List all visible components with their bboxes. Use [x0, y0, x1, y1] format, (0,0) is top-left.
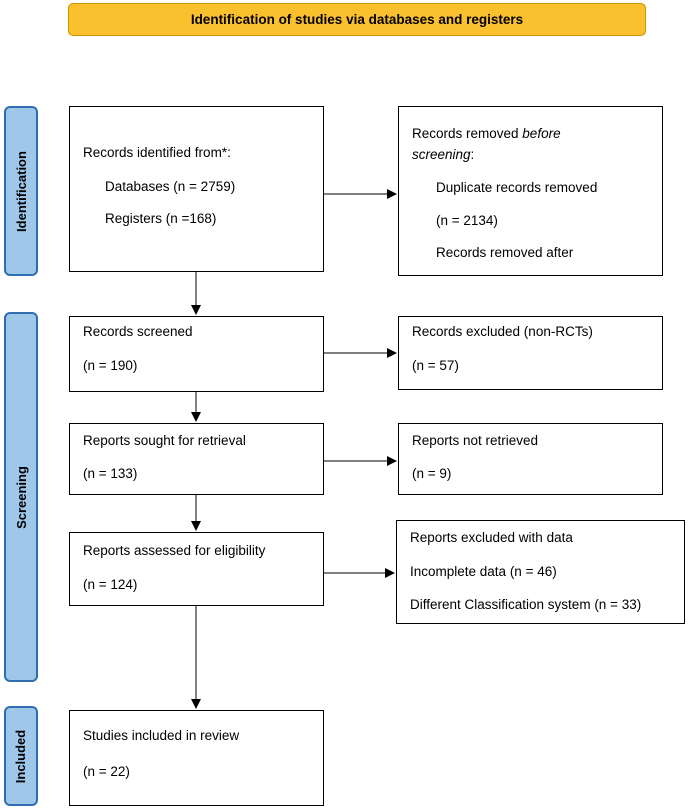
- records-excluded-title: Records excluded (non-RCTs): [412, 324, 593, 339]
- records-identified-title: Records identified from*:: [83, 145, 231, 160]
- reports-excluded-classification: Different Classification system (n = 33): [410, 597, 642, 612]
- records-identified-registers: Registers (n =168): [105, 211, 217, 226]
- reports-sought-title: Reports sought for retrieval: [83, 433, 246, 448]
- records-identified-box: Records identified from*: Databases (n =…: [69, 106, 324, 272]
- records-removed-after: Records removed after: [436, 245, 574, 260]
- studies-included-count: (n = 22): [83, 764, 130, 779]
- reports-not-retrieved-box: Reports not retrieved (n = 9): [398, 423, 663, 495]
- reports-not-retrieved-count: (n = 9): [412, 466, 452, 481]
- records-removed-duplicates: Duplicate records removed: [436, 180, 598, 195]
- reports-sought-box: Reports sought for retrieval (n = 133): [69, 423, 324, 495]
- reports-excluded-box: Reports excluded with data Incomplete da…: [396, 520, 685, 624]
- studies-included-box: Studies included in review (n = 22): [69, 710, 324, 806]
- records-screened-count: (n = 190): [83, 358, 138, 373]
- records-removed-box: Records removed before screening: Duplic…: [398, 106, 663, 276]
- records-screened-box: Records screened (n = 190): [69, 316, 324, 392]
- reports-assessed-title: Reports assessed for eligibility: [83, 543, 266, 558]
- diagram-title-banner: Identification of studies via databases …: [68, 3, 646, 36]
- records-removed-title-line2: screening:: [412, 147, 475, 162]
- reports-assessed-box: Reports assessed for eligibility (n = 12…: [69, 532, 324, 606]
- reports-excluded-title: Reports excluded with data: [410, 530, 573, 545]
- records-screened-title: Records screened: [83, 324, 193, 339]
- records-excluded-box: Records excluded (non-RCTs) (n = 57): [398, 316, 663, 390]
- reports-assessed-count: (n = 124): [83, 577, 138, 592]
- records-identified-databases: Databases (n = 2759): [105, 179, 236, 194]
- phase-screening: Screening: [4, 312, 38, 682]
- records-removed-title-line1: Records removed before: [412, 126, 561, 141]
- phase-identification: Identification: [4, 106, 38, 276]
- studies-included-title: Studies included in review: [83, 728, 240, 743]
- reports-not-retrieved-title: Reports not retrieved: [412, 433, 539, 448]
- records-excluded-count: (n = 57): [412, 358, 459, 373]
- records-removed-duplicates-count: (n = 2134): [436, 213, 498, 228]
- phase-included: Included: [4, 706, 38, 806]
- reports-sought-count: (n = 133): [83, 466, 138, 481]
- diagram-title: Identification of studies via databases …: [190, 12, 524, 27]
- reports-excluded-incomplete: Incomplete data (n = 46): [410, 564, 557, 579]
